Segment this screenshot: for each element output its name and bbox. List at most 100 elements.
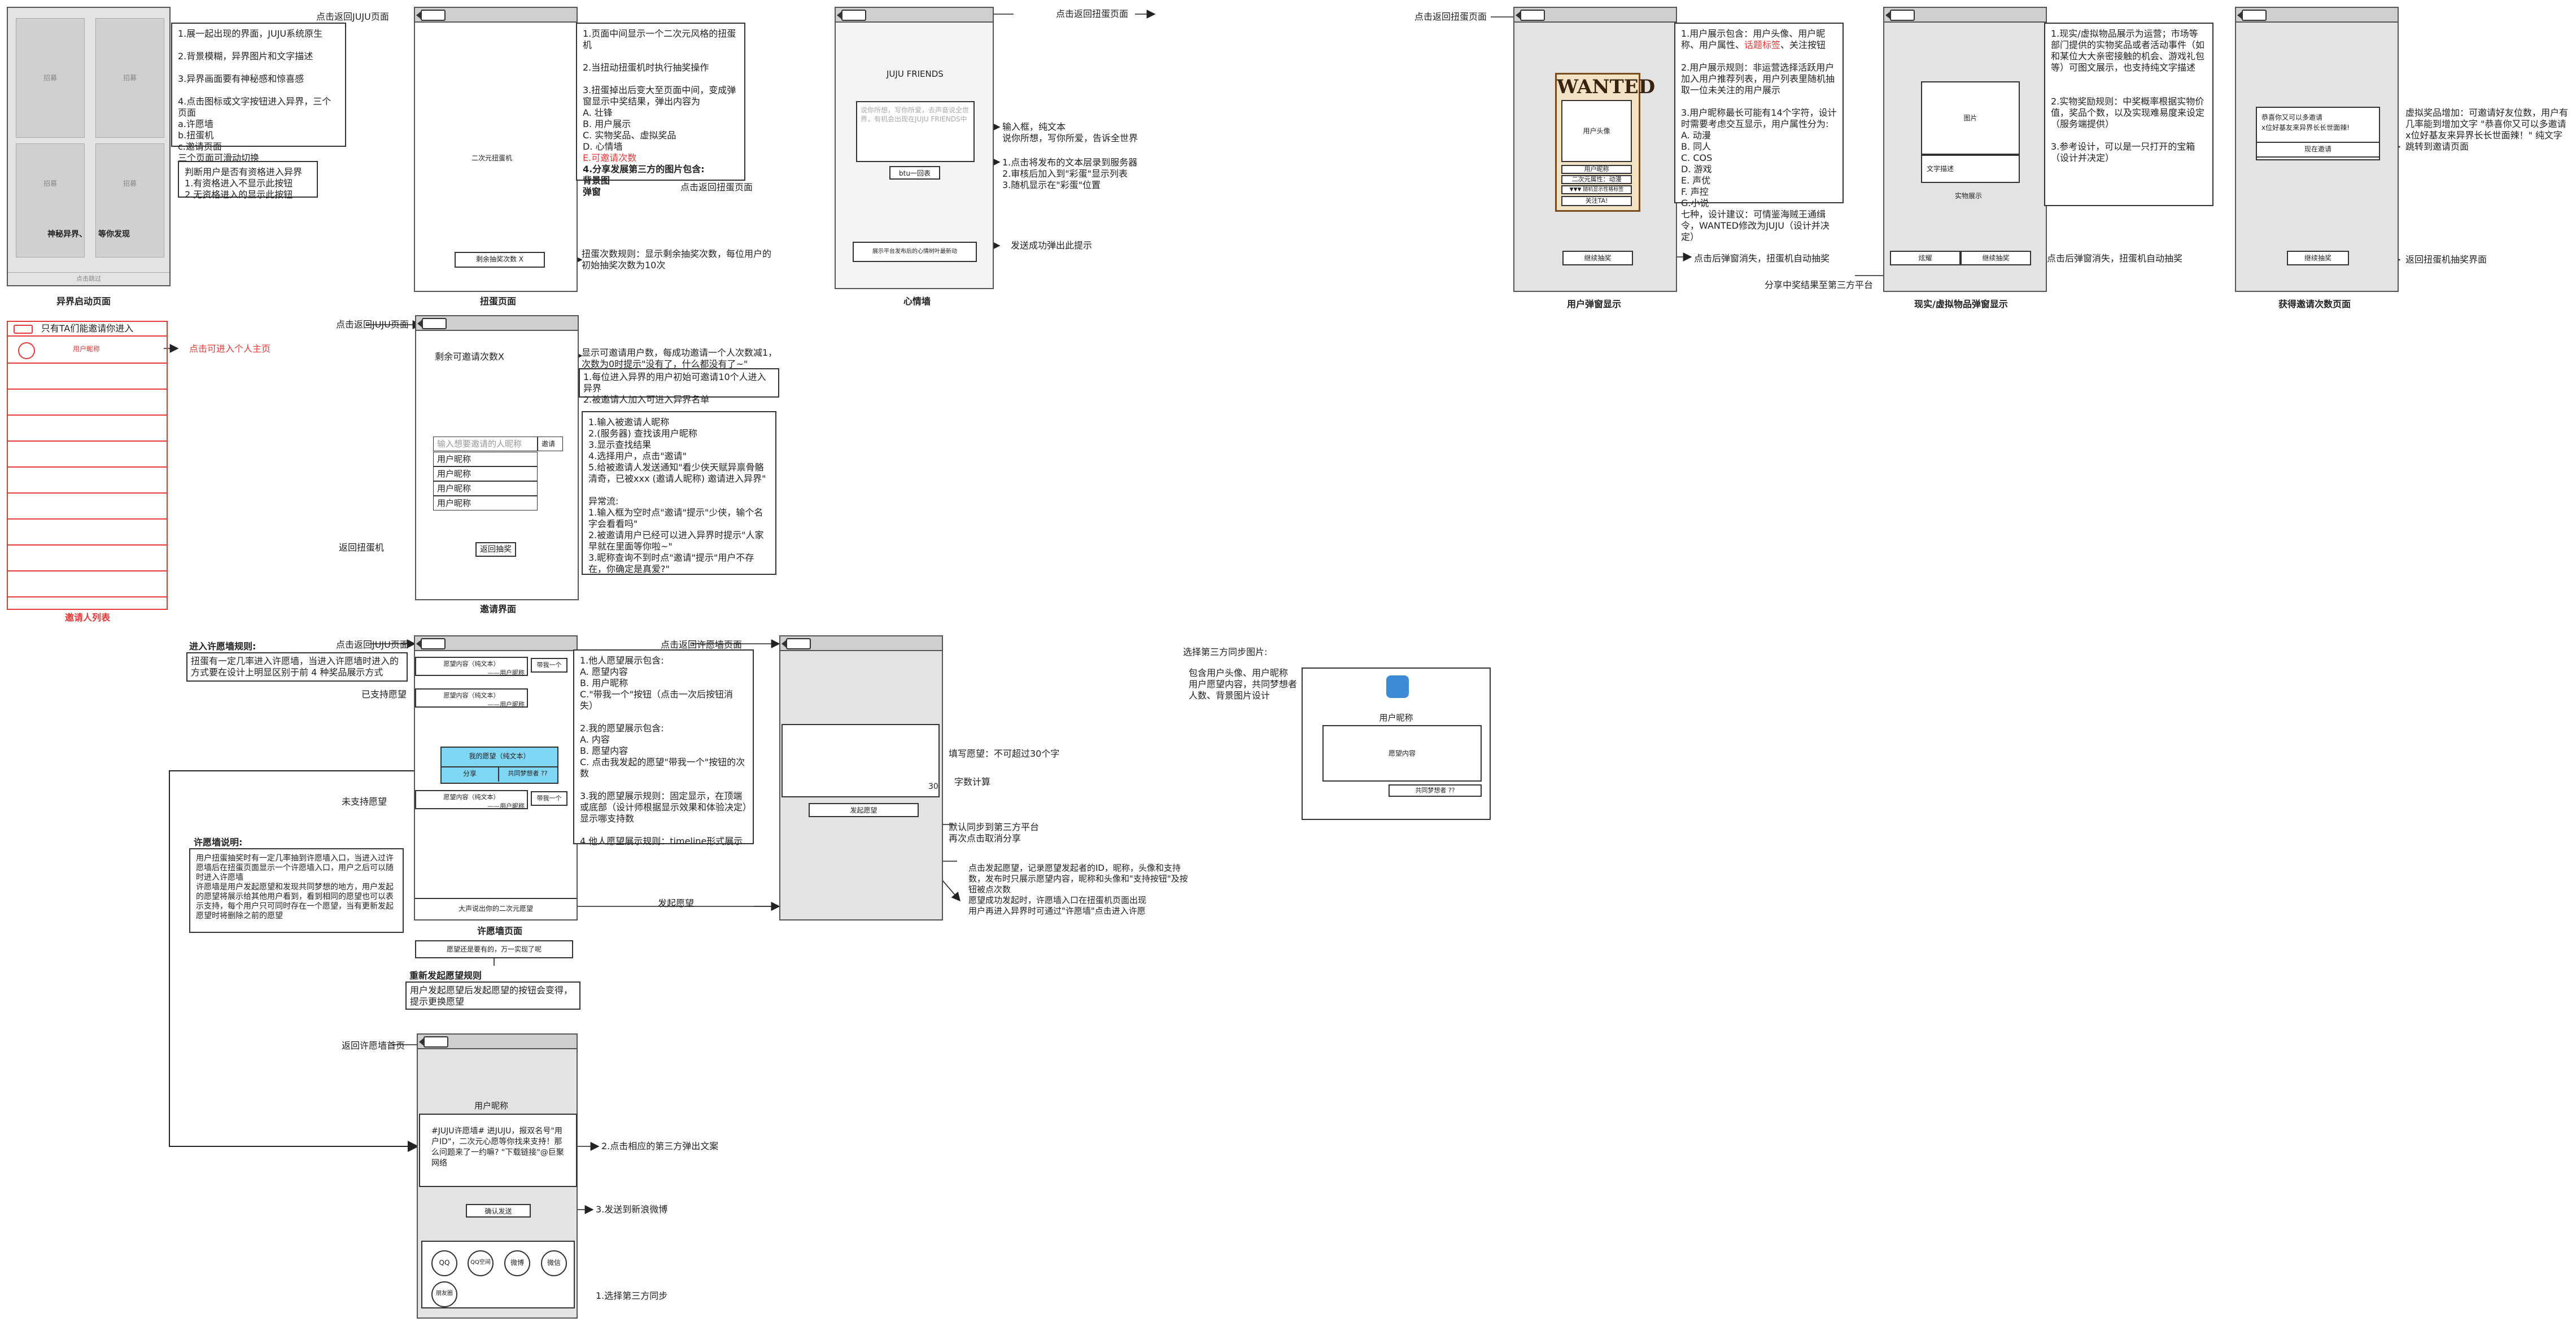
- return-gacha-note: 返回扭蛋机抽奖界面: [2405, 254, 2487, 265]
- back-button[interactable]: [417, 318, 447, 329]
- wish-note: 1.他人愿望展示包含: A. 愿望内容 B. 用户昵称 C."带我一个"按钮（点…: [573, 649, 754, 847]
- qq-icon[interactable]: QQ: [431, 1250, 457, 1276]
- invite-list-screen: 只有TA们能邀请你进入 用户昵称: [7, 321, 168, 610]
- third-party-title: 选择第三方同步图片:: [1183, 647, 1268, 657]
- wish-caption: 许愿墙页面: [477, 926, 523, 936]
- user-popup-caption: 用户弹窗显示: [1567, 299, 1622, 309]
- co-dreamers-count: 共同梦想者 ??: [498, 766, 557, 782]
- startup-label-left: 神秘异界、: [47, 230, 87, 239]
- follow-button[interactable]: 关注TA!: [1561, 196, 1632, 206]
- continue-note: 点击后弹窗消失，扭蛋机自动抽奖: [2047, 253, 2183, 264]
- wanted-title: WANTED: [1557, 76, 1656, 98]
- join-wish-button[interactable]: 带我一个: [531, 658, 567, 673]
- startup-tile[interactable]: 招募: [95, 143, 164, 258]
- user-attribute: 二次元属性：动漫: [1561, 175, 1632, 184]
- search-result-row[interactable]: 用户昵称: [433, 452, 538, 466]
- gacha-note: 1.页面中间显示一个二次元风格的扭蛋机 2.当扭动扭蛋机时执行抽奖操作 3.扭蛋…: [576, 23, 745, 197]
- share-note-1: 1.选择第三方同步: [596, 1290, 668, 1301]
- prize-popup-note: 1.现实/虚拟物品展示为运营；市场等部门提供的实物奖品或者活动事件（如和某位大大…: [2044, 23, 2213, 206]
- prize-display-label: 实物展示: [1955, 192, 1983, 200]
- continue-draw-button[interactable]: 继续抽奖: [1562, 251, 1633, 265]
- mood-caption: 心情墙: [903, 296, 931, 307]
- list-item[interactable]: [8, 518, 167, 546]
- search-result-row[interactable]: 用户昵称: [433, 496, 538, 511]
- qzone-icon[interactable]: QQ空间: [468, 1250, 494, 1276]
- startup-tile[interactable]: 招募: [16, 143, 85, 258]
- moments-icon[interactable]: 朋友圈: [431, 1281, 457, 1307]
- wish-input[interactable]: [781, 724, 940, 797]
- back-label: 点击返回JUJU页面: [336, 319, 409, 330]
- reset-note: 用户发起愿望后发起愿望的按钮会变得，提示更换愿望: [405, 981, 580, 1010]
- invite-now-button[interactable]: 现在邀请: [2256, 142, 2380, 158]
- invite-count-caption: 获得邀请次数页面: [2278, 299, 2351, 309]
- search-result-row[interactable]: 用户昵称: [433, 481, 538, 496]
- gacha-screen: 二次元扭蛋机 剩余抽奖次数 X: [414, 7, 578, 292]
- list-item[interactable]: [8, 440, 167, 468]
- share-textbox[interactable]: #JUJU许愿墙# 进JUJU，报双名号"用户ID"，二次元心愿等你找来支持！那…: [419, 1114, 577, 1187]
- startup-tile[interactable]: 招募: [95, 18, 164, 138]
- mood-screen: JUJU FRIENDS 说你所想，写你所爱，去声音说全世界，有机会出现在JUJ…: [835, 7, 994, 289]
- mood-input[interactable]: 说你所想，写你所爱，去声音说全世界，有机会出现在JUJU FRIENDS中: [856, 101, 975, 162]
- return-draw-button[interactable]: 返回抽奖: [475, 542, 516, 557]
- share-button[interactable]: 分享: [442, 766, 499, 782]
- invite-count-screen: 恭喜你又可以多邀请 x位好基友来异界长长世面辣! 现在邀请 继续抽奖: [2235, 7, 2399, 292]
- user-name: 用户昵称: [73, 345, 101, 353]
- reset-title: 重新发起愿望规则: [409, 970, 482, 981]
- invite-search-input[interactable]: 输入想要邀请的人昵称: [433, 437, 538, 451]
- skip-button[interactable]: 点击跳过: [8, 272, 169, 285]
- remaining-count-button[interactable]: 剩余抽奖次数 X: [455, 252, 545, 268]
- launch-wish-bar[interactable]: 大声说出你的二次元愿望: [415, 898, 577, 919]
- invite-count-note: 虚拟奖品增加：可邀请好友位数，用户有几率能到增加文字 "恭喜你又可以多邀请x位好…: [2405, 107, 2569, 141]
- reset-wish-button[interactable]: 愿望还是要有的，万一实现了呢: [415, 940, 573, 958]
- invite-button[interactable]: 邀请: [538, 437, 563, 451]
- join-wish-button[interactable]: 带我一个: [531, 791, 567, 806]
- count-note: 字数计算: [954, 776, 991, 787]
- list-item[interactable]: 用户昵称: [8, 337, 167, 364]
- mood-send-note: 发送成功弹出此提示: [1011, 240, 1093, 251]
- list-item[interactable]: [8, 389, 167, 416]
- back-button[interactable]: [416, 638, 446, 649]
- back-button[interactable]: [781, 638, 811, 649]
- list-item[interactable]: [8, 363, 167, 390]
- remaining-invites: 剩余可邀请次数X: [435, 351, 504, 362]
- startup-label-right: 等你发现: [98, 230, 130, 239]
- mood-input-note: 输入框，纯文本 说你所想，写你所爱，告诉全世界: [1002, 121, 1138, 143]
- back-button[interactable]: [837, 10, 866, 21]
- back-button[interactable]: [2237, 10, 2267, 21]
- list-item[interactable]: [8, 415, 167, 442]
- search-result-row[interactable]: 用户昵称: [433, 466, 538, 481]
- back-button[interactable]: [14, 325, 33, 334]
- publish-button[interactable]: btu一回表: [889, 166, 940, 180]
- publish-wish-button[interactable]: 发起愿望: [809, 803, 919, 817]
- share-text: #JUJU许愿墙# 进JUJU，报双名号"用户ID"，二次元心愿等你找来支持！那…: [431, 1127, 564, 1168]
- startup-tile[interactable]: 招募: [16, 18, 85, 138]
- back-button[interactable]: [416, 10, 446, 21]
- share-note: 分享中奖结果至第三方平台: [1765, 280, 1874, 290]
- wish-user: ——用户昵称: [487, 701, 525, 708]
- back-button[interactable]: [1516, 10, 1545, 21]
- char-counter: 30: [928, 782, 938, 791]
- mood-bottom-bar: 展示平台发布后的心情树叶最新动: [853, 242, 977, 262]
- list-item[interactable]: [8, 544, 167, 571]
- prize-description: 文字描述: [1921, 155, 2020, 183]
- back-button[interactable]: [1885, 10, 1915, 21]
- continue-draw-button[interactable]: 继续抽奖: [2287, 251, 2349, 265]
- list-item[interactable]: [8, 492, 167, 520]
- list-item[interactable]: [8, 466, 167, 494]
- startup-note-eligibility: 判断用户是否有资格进入异界 1.有资格进入不显示此按钮 2.无资格进入的显示此按…: [178, 161, 318, 200]
- continue-draw-button[interactable]: 继续抽奖: [1961, 251, 2031, 265]
- invite-rule-note: 1.每位进入异界的用户初始可邀请10个人进入异界 2.被邀请人加入可进入异界名单: [579, 368, 779, 405]
- wechat-icon[interactable]: 微信: [541, 1250, 567, 1276]
- user-popup-note-red: 话题标签: [1744, 40, 1781, 50]
- weibo-icon[interactable]: 微博: [504, 1250, 530, 1276]
- wish-screen: 愿望内容（纯文本）——用户昵称 带我一个 愿望内容（纯文本）——用户昵称 我的愿…: [414, 635, 578, 920]
- wish-user: ——用户昵称: [487, 802, 525, 810]
- list-item[interactable]: [8, 570, 167, 597]
- show-off-button[interactable]: 炫耀: [1890, 251, 1961, 265]
- my-wish-card: 我的愿望（纯文本） 分享 共同梦想者 ??: [440, 747, 558, 784]
- confirm-send-button[interactable]: 确认发送: [466, 1204, 531, 1218]
- back-button[interactable]: [419, 1036, 448, 1048]
- gacha-machine[interactable]: 二次元扭蛋机: [471, 154, 513, 162]
- invite-screen: 输入想要邀请的人昵称 邀请 用户昵称 用户昵称 用户昵称 用户昵称 返回抽奖: [415, 315, 579, 600]
- mood-rules-note: 1.点击将发布的文本层录到服务器 2.审核后加入到"彩蛋"显示列表 3.随机显示…: [1002, 157, 1138, 190]
